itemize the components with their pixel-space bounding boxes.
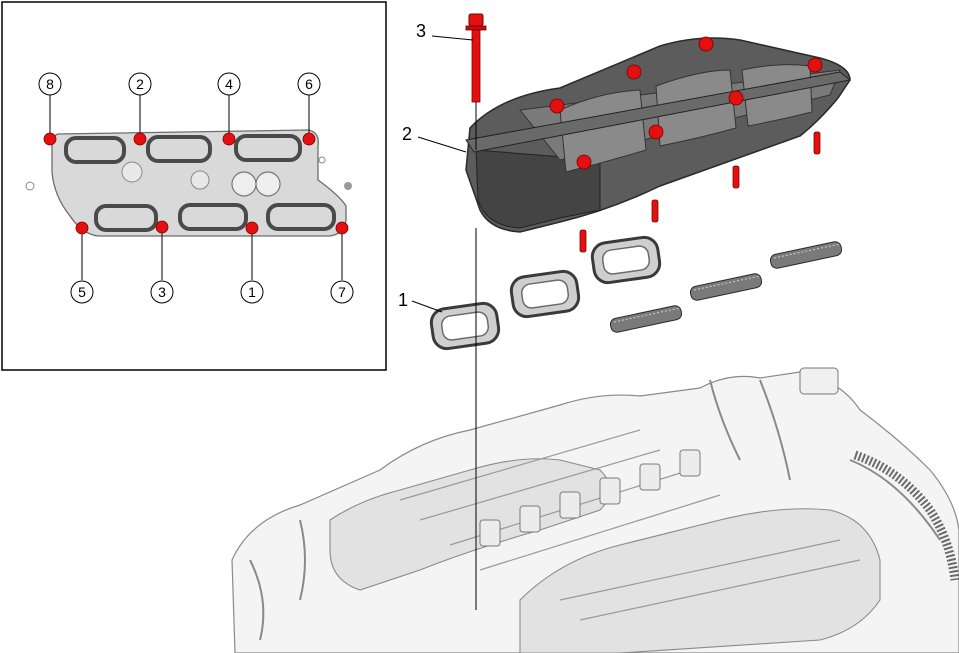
callout-1: 1 (398, 290, 408, 310)
sequence-number-3: 3 (158, 284, 166, 300)
sequence-number-7: 7 (338, 284, 346, 300)
manifold-bolt-part (465, 13, 487, 103)
sequence-numbers: 8 2 4 6 5 3 1 7 (38, 72, 354, 304)
intake-gaskets (429, 235, 843, 351)
engine-assembly (231, 367, 959, 653)
callouts: 3 2 1 (398, 21, 474, 313)
manifold-bolts (549, 36, 823, 253)
sequence-bolt-markers (43, 132, 349, 235)
callout-3: 3 (416, 21, 426, 41)
inset-gasket (25, 129, 352, 237)
callout-2: 2 (402, 124, 412, 144)
bolt-marker (222, 132, 236, 146)
bolt-marker (302, 132, 316, 146)
sequence-leaders (49, 95, 343, 280)
sequence-number-4: 4 (225, 76, 233, 92)
tightening-sequence-inset: 8 2 4 6 5 3 1 7 (1, 1, 387, 371)
bolt-marker (155, 220, 169, 234)
bolt-marker (43, 132, 57, 146)
sequence-number-8: 8 (46, 76, 54, 92)
bolt-marker (75, 221, 89, 235)
sequence-number-2: 2 (136, 76, 144, 92)
bolt-marker (133, 132, 147, 146)
sequence-number-5: 5 (78, 284, 86, 300)
bolt-marker (245, 221, 259, 235)
sequence-number-1: 1 (248, 284, 256, 300)
bolt-marker (335, 221, 349, 235)
sequence-number-6: 6 (305, 76, 313, 92)
